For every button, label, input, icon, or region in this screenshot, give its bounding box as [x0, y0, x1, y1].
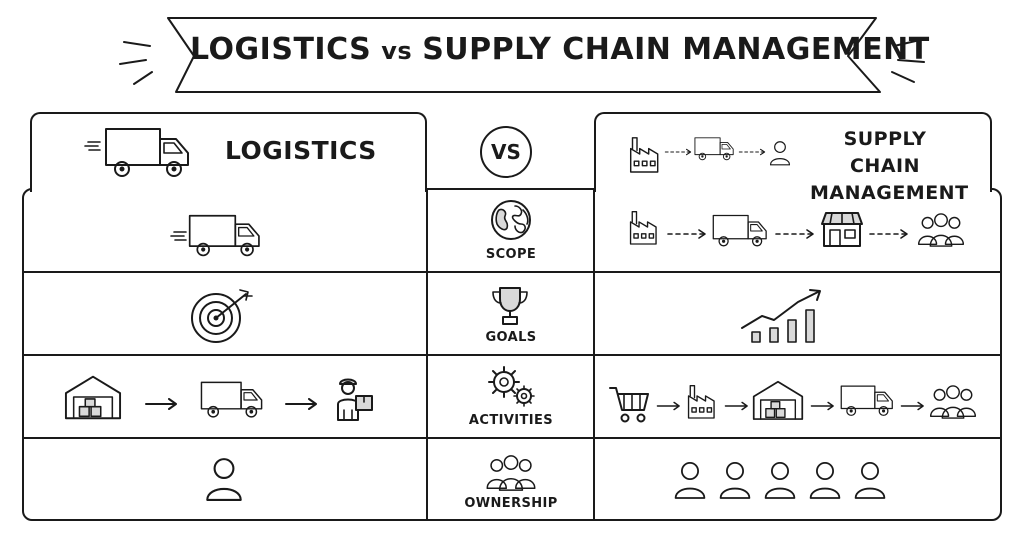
- arrow-icon: [144, 398, 180, 410]
- vs-label: VS: [491, 140, 521, 164]
- arrow-icon: [900, 400, 926, 412]
- globe-icon: [491, 200, 531, 240]
- person-icon: [762, 460, 798, 500]
- person-icon: [807, 460, 843, 500]
- group-icon: [484, 454, 538, 492]
- title-vs: vs: [381, 37, 413, 65]
- dash-arrow-icon: [868, 228, 912, 240]
- row-divider-3: [22, 437, 1002, 439]
- logistics-header-tab: [30, 112, 427, 192]
- person-icon: [717, 460, 753, 500]
- truck-icon: [104, 126, 194, 180]
- delivery-person-icon: [337, 378, 373, 421]
- people-icon: [916, 212, 966, 248]
- factory-icon: [686, 380, 720, 422]
- truck-icon: [188, 214, 264, 258]
- dash-arrow-icon: [774, 228, 818, 240]
- arrow-icon: [810, 400, 836, 412]
- dash-arrow-icon: [664, 146, 694, 158]
- factory-icon: [628, 206, 662, 248]
- dash-arrow-icon: [738, 146, 768, 158]
- category-activities: ACTIVITIES: [468, 413, 554, 428]
- store-icon: [821, 212, 863, 247]
- person-icon: [203, 456, 245, 502]
- factory-icon: [628, 134, 664, 174]
- category-goals: GOALS: [485, 330, 537, 345]
- dash-arrow-icon: [666, 228, 710, 240]
- truck-icon: [694, 136, 736, 162]
- people-icon: [928, 384, 978, 420]
- warehouse-icon: [64, 372, 122, 422]
- person-icon: [672, 460, 708, 500]
- speed-lines-icon: [170, 224, 190, 248]
- arrow-icon: [724, 400, 750, 412]
- page-title: LOGISTICS vs SUPPLY CHAIN MANAGEMENT: [190, 30, 929, 70]
- trophy-icon: [492, 287, 528, 325]
- growth-chart-icon: [741, 289, 821, 343]
- scm-label: SUPPLY CHAIN MANAGEMENT: [810, 128, 969, 204]
- title-scm: SUPPLY CHAIN MANAGEMENT: [422, 32, 930, 67]
- scm-header-tab: [594, 112, 992, 192]
- target-icon: [191, 289, 253, 343]
- row-divider-2: [22, 354, 1002, 356]
- category-ownership: OWNERSHIP: [464, 496, 558, 511]
- arrow-icon: [656, 400, 682, 412]
- truck-icon: [712, 214, 770, 248]
- title-logistics: LOGISTICS: [190, 32, 372, 67]
- right-burst-lines: [891, 39, 925, 83]
- vs-badge: VS: [480, 126, 532, 178]
- person-icon: [768, 140, 792, 166]
- row-divider-1: [22, 271, 1002, 273]
- truck-icon: [840, 384, 896, 418]
- category-scope: SCOPE: [485, 247, 537, 262]
- arrow-icon: [284, 398, 320, 410]
- title-banner: [119, 17, 925, 93]
- cart-icon: [609, 387, 649, 423]
- left-burst-lines: [119, 41, 153, 85]
- truck-icon: [200, 380, 266, 420]
- gears-icon: [488, 366, 535, 407]
- logistics-label: LOGISTICS: [225, 136, 377, 165]
- warehouse-icon: [752, 378, 804, 422]
- speed-lines-icon: [84, 141, 101, 151]
- person-icon: [852, 460, 888, 500]
